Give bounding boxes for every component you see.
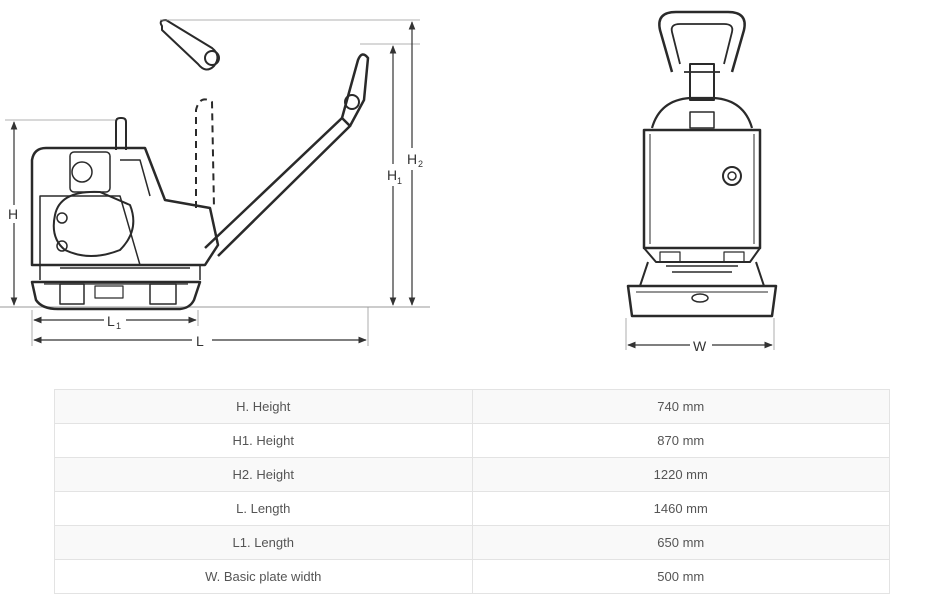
spec-value: 740 mm (471, 389, 890, 424)
label-l1-sub: 1 (116, 321, 121, 331)
spec-value: 870 mm (471, 423, 890, 458)
label-h1-sub: 1 (397, 176, 402, 186)
spec-label: L1. Length (54, 525, 473, 560)
label-l1-main: L (107, 313, 115, 329)
label-w: W (693, 338, 707, 354)
spec-label: W. Basic plate width (54, 559, 473, 594)
front-view-compactor (626, 10, 778, 318)
spec-label: L. Length (54, 491, 473, 526)
spec-value: 1220 mm (471, 457, 890, 492)
side-view-dimensions (5, 19, 420, 346)
side-view-compactor (0, 19, 430, 311)
spec-value: 1460 mm (471, 491, 890, 526)
spec-value: 650 mm (471, 525, 890, 560)
spec-value: 500 mm (471, 559, 890, 594)
side-view-labels: H H 1 H 2 L 1 L (4, 148, 425, 350)
label-h1-main: H (387, 167, 397, 183)
spec-label: H1. Height (54, 423, 473, 458)
label-h: H (8, 206, 18, 222)
plate-compactor-diagram: H H 1 H 2 L 1 L (0, 10, 778, 355)
spec-label: H. Height (54, 389, 473, 424)
label-h2-main: H (407, 151, 417, 167)
spec-label: H2. Height (54, 457, 473, 492)
label-h2-sub: 2 (418, 159, 423, 169)
front-view-labels: W (690, 337, 712, 355)
label-l: L (196, 333, 204, 349)
